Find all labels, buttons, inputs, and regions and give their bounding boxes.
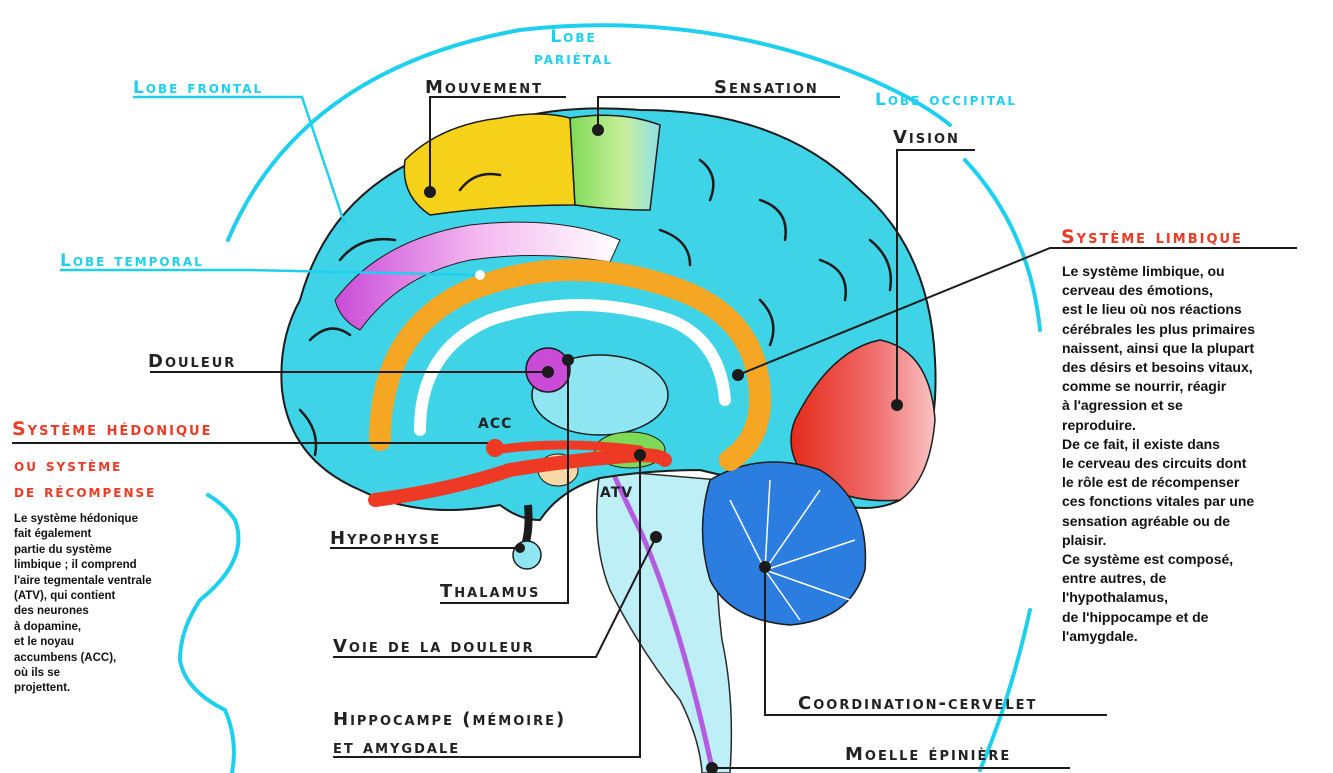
- limbic-title: Système limbique: [1061, 226, 1243, 248]
- dot-hedonique: [486, 439, 504, 457]
- hedonic-subtitle-2: de récompense: [14, 482, 156, 502]
- label-hippocampe-line2: et amygdale: [333, 737, 460, 758]
- hedonic-subtitle-1: ou système: [14, 456, 122, 476]
- pointer-frontal: [133, 97, 345, 225]
- dot-douleur: [542, 366, 554, 378]
- head-arc-back: [965, 160, 1040, 770]
- label-lobe-frontal: Lobe frontal: [133, 78, 263, 98]
- limbic-text: Le système limbique, ou cerveau des émot…: [1062, 262, 1255, 646]
- label-lobe-temporal: Lobe temporal: [60, 251, 204, 271]
- dot-hypophyse: [515, 543, 525, 553]
- label-moelle: Moelle épinière: [845, 744, 1011, 765]
- label-acc: ACC: [478, 416, 512, 432]
- dot-thalamus: [562, 354, 574, 366]
- dot-temporal: [475, 270, 485, 280]
- face-profile: [180, 495, 238, 773]
- label-mouvement: Mouvement: [425, 77, 543, 98]
- sensory-cortex: [570, 115, 660, 210]
- label-hypophyse: Hypophyse: [330, 528, 441, 549]
- hedonic-title: Système hédonique: [12, 418, 212, 440]
- dot-limbique: [732, 369, 744, 381]
- dot-sensation: [592, 124, 604, 136]
- label-coordination: Coordination-cervelet: [798, 693, 1037, 714]
- label-atv: ATV: [600, 485, 633, 501]
- dot-vision: [891, 399, 903, 411]
- dot-hippocampe: [634, 449, 646, 461]
- dot-voie-douleur: [650, 531, 662, 543]
- label-lobe-parietal: Lobe pariétal: [534, 26, 613, 70]
- dot-mouvement: [424, 186, 436, 198]
- dot-coordination: [759, 561, 771, 573]
- label-sensation: Sensation: [714, 77, 819, 98]
- label-lobe-occipital: Lobe occipital: [875, 90, 1017, 110]
- pituitary-stalk: [525, 505, 529, 545]
- label-vision: Vision: [893, 127, 960, 148]
- label-douleur: Douleur: [148, 351, 236, 372]
- hedonic-text: Le système hédonique fait également part…: [14, 512, 152, 697]
- label-thalamus: Thalamus: [440, 581, 540, 602]
- label-hippocampe-line1: Hippocampe (mémoire): [333, 709, 566, 730]
- label-voie-douleur: Voie de la douleur: [333, 636, 535, 657]
